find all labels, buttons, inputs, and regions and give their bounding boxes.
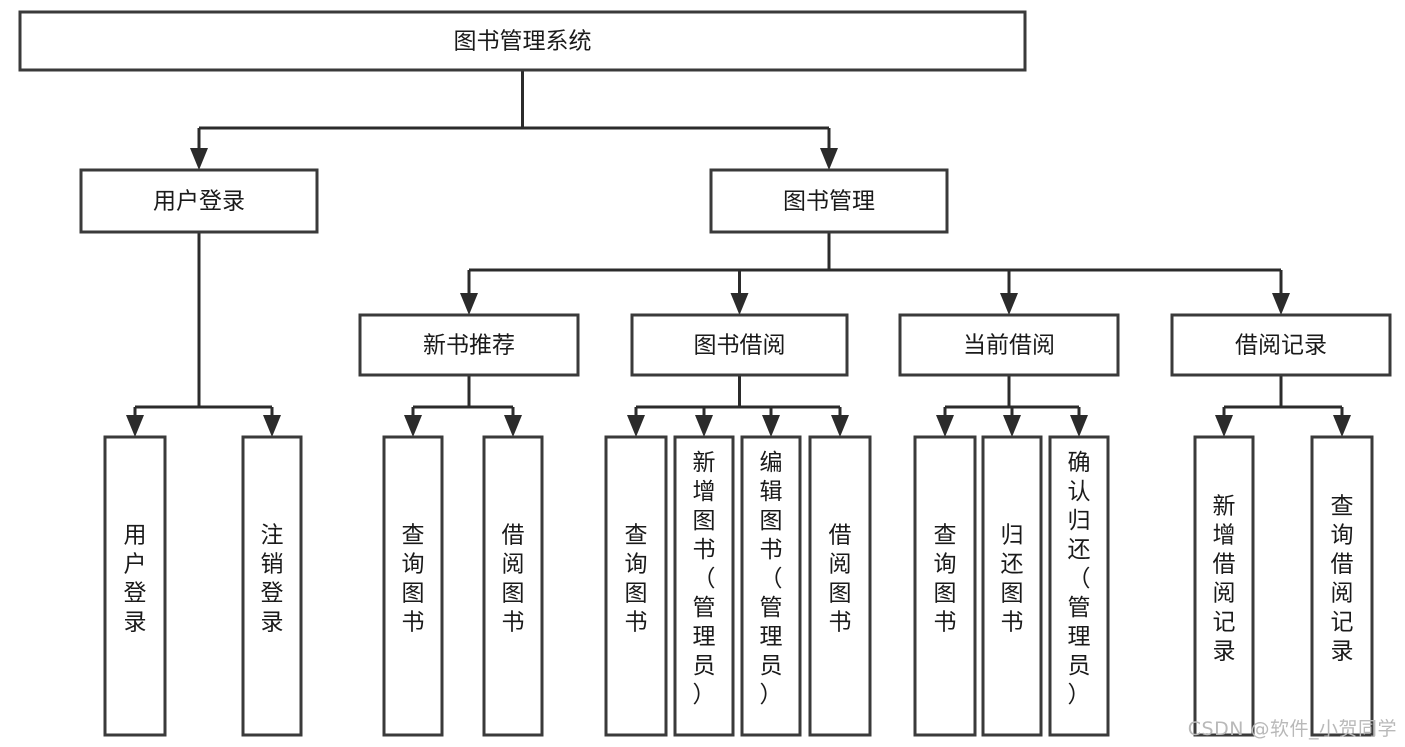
node-leaf-add-book-admin[interactable]: 新增图书（管理员） bbox=[673, 435, 735, 737]
arrow-head-icon-leaf-confirm-return-admin bbox=[1070, 415, 1088, 437]
node-label-leaf-user-logout: 注销登录 bbox=[261, 523, 284, 636]
arrow-head-icon-current-borrow bbox=[1000, 293, 1018, 315]
node-root[interactable]: 图书管理系统 bbox=[18, 10, 1027, 72]
node-leaf-return-book[interactable]: 归还图书 bbox=[981, 435, 1043, 737]
arrow-head-icon-user-login bbox=[190, 148, 208, 170]
node-leaf-edit-book-admin[interactable]: 编辑图书（管理员） bbox=[740, 435, 802, 737]
node-box-borrow-record bbox=[1170, 313, 1392, 377]
node-box-leaf-add-book-admin bbox=[673, 435, 735, 737]
node-user-login[interactable]: 用户登录 bbox=[79, 168, 319, 234]
node-label-leaf-user-login: 用户登录 bbox=[124, 523, 147, 636]
arrow-head-icon-leaf-query-book-1 bbox=[404, 415, 422, 437]
node-label-root: 图书管理系统 bbox=[454, 29, 592, 55]
node-box-current-borrow bbox=[898, 313, 1120, 377]
node-leaf-borrow-book-2[interactable]: 借阅图书 bbox=[808, 435, 872, 737]
node-box-leaf-query-book-3 bbox=[913, 435, 977, 737]
node-new-book-recommend[interactable]: 新书推荐 bbox=[358, 313, 580, 377]
arrow-head-icon-leaf-borrow-book-2 bbox=[831, 415, 849, 437]
node-label-leaf-query-book-1: 查询图书 bbox=[402, 523, 425, 636]
node-leaf-query-borrow-record[interactable]: 查询借阅记录 bbox=[1310, 435, 1374, 737]
node-current-borrow[interactable]: 当前借阅 bbox=[898, 313, 1120, 377]
node-book-management[interactable]: 图书管理 bbox=[709, 168, 949, 234]
node-box-leaf-edit-book-admin bbox=[740, 435, 802, 737]
node-label-leaf-add-book-admin: 新增图书（管理员） bbox=[693, 450, 716, 708]
node-box-leaf-return-book bbox=[981, 435, 1043, 737]
node-box-leaf-query-book-1 bbox=[382, 435, 444, 737]
node-leaf-query-book-1[interactable]: 查询图书 bbox=[382, 435, 444, 737]
node-label-book-management: 图书管理 bbox=[783, 189, 875, 215]
node-box-leaf-add-borrow-record bbox=[1193, 435, 1255, 737]
connector-layer bbox=[126, 70, 1351, 437]
node-label-leaf-confirm-return-admin: 确认归还（管理员） bbox=[1068, 450, 1091, 708]
node-label-leaf-edit-book-admin: 编辑图书（管理员） bbox=[760, 450, 783, 708]
node-borrow-record[interactable]: 借阅记录 bbox=[1170, 313, 1392, 377]
node-box-leaf-user-logout bbox=[241, 435, 303, 737]
arrow-head-icon-book-management bbox=[820, 148, 838, 170]
node-leaf-borrow-book-1[interactable]: 借阅图书 bbox=[482, 435, 544, 737]
node-box-new-book-recommend bbox=[358, 313, 580, 377]
node-box-book-management bbox=[709, 168, 949, 234]
arrow-head-icon-leaf-query-book-2 bbox=[627, 415, 645, 437]
arrow-head-icon-leaf-user-logout bbox=[263, 415, 281, 437]
node-label-new-book-recommend: 新书推荐 bbox=[423, 333, 515, 359]
node-box-book-borrow bbox=[630, 313, 849, 377]
arrow-head-icon-leaf-query-book-3 bbox=[936, 415, 954, 437]
node-box-leaf-user-login bbox=[103, 435, 167, 737]
arrow-head-icon-new-book-recommend bbox=[460, 293, 478, 315]
node-leaf-user-logout[interactable]: 注销登录 bbox=[241, 435, 303, 737]
node-label-leaf-return-book: 归还图书 bbox=[1001, 523, 1024, 636]
arrow-head-icon-leaf-return-book bbox=[1003, 415, 1021, 437]
node-box-leaf-query-borrow-record bbox=[1310, 435, 1374, 737]
arrow-head-icon-leaf-add-borrow-record bbox=[1215, 415, 1233, 437]
node-leaf-confirm-return-admin[interactable]: 确认归还（管理员） bbox=[1048, 435, 1110, 737]
node-label-leaf-borrow-book-1: 借阅图书 bbox=[502, 523, 525, 636]
arrow-head-icon-leaf-borrow-book-1 bbox=[504, 415, 522, 437]
arrow-head-icon-leaf-edit-book-admin bbox=[762, 415, 780, 437]
csdn-watermark: CSDN @软件_小贺同学 bbox=[1187, 718, 1397, 740]
node-label-user-login: 用户登录 bbox=[153, 189, 245, 215]
node-box-user-login bbox=[79, 168, 319, 234]
node-box-leaf-confirm-return-admin bbox=[1048, 435, 1110, 737]
node-layer: 图书管理系统用户登录图书管理新书推荐图书借阅当前借阅借阅记录用户登录注销登录查询… bbox=[18, 10, 1392, 737]
arrow-head-icon-book-borrow bbox=[730, 293, 749, 315]
node-label-leaf-add-borrow-record: 新增借阅记录 bbox=[1213, 494, 1236, 665]
arrow-head-icon-leaf-user-login bbox=[126, 415, 144, 437]
node-leaf-add-borrow-record[interactable]: 新增借阅记录 bbox=[1193, 435, 1255, 737]
node-box-leaf-query-book-2 bbox=[604, 435, 668, 737]
node-leaf-query-book-2[interactable]: 查询图书 bbox=[604, 435, 668, 737]
node-label-leaf-borrow-book-2: 借阅图书 bbox=[829, 523, 852, 636]
node-label-borrow-record: 借阅记录 bbox=[1235, 333, 1327, 359]
node-leaf-user-login[interactable]: 用户登录 bbox=[103, 435, 167, 737]
node-label-leaf-query-book-2: 查询图书 bbox=[625, 523, 648, 636]
arrow-head-icon-leaf-add-book-admin bbox=[695, 415, 713, 437]
node-box-leaf-borrow-book-2 bbox=[808, 435, 872, 737]
node-label-current-borrow: 当前借阅 bbox=[963, 333, 1055, 359]
node-box-leaf-borrow-book-1 bbox=[482, 435, 544, 737]
node-label-book-borrow: 图书借阅 bbox=[694, 333, 786, 359]
node-label-leaf-query-borrow-record: 查询借阅记录 bbox=[1331, 494, 1354, 665]
node-label-leaf-query-book-3: 查询图书 bbox=[934, 523, 957, 636]
node-leaf-query-book-3[interactable]: 查询图书 bbox=[913, 435, 977, 737]
arrow-head-icon-borrow-record bbox=[1272, 293, 1290, 315]
node-box-root bbox=[18, 10, 1027, 72]
node-book-borrow[interactable]: 图书借阅 bbox=[630, 313, 849, 377]
arrow-head-icon-leaf-query-borrow-record bbox=[1333, 415, 1351, 437]
